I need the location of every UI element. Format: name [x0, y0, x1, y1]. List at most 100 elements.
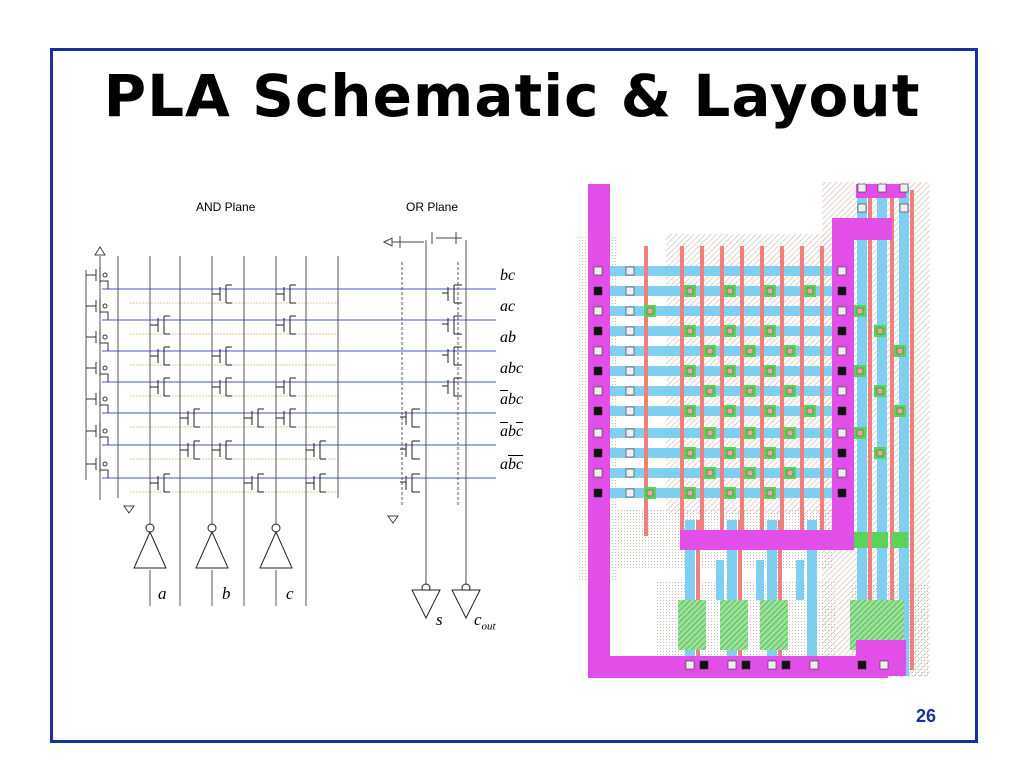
- poly-contact: [686, 287, 694, 295]
- contact: [593, 266, 603, 276]
- contact-bottom: [741, 660, 751, 670]
- or-transistor: [400, 440, 420, 460]
- contact-bottom: [781, 660, 791, 670]
- contact: [837, 366, 847, 376]
- poly-contact: [726, 327, 734, 335]
- or-transistor: [400, 408, 420, 428]
- poly-contact: [786, 347, 794, 355]
- contact: [625, 406, 635, 416]
- or-transistor: [400, 473, 420, 493]
- pullup-gate: [102, 396, 108, 402]
- metal2-top-strap: [832, 218, 892, 240]
- metal1-bottom-column: [727, 520, 737, 670]
- contact: [837, 428, 847, 438]
- metal1-bottom-column: [685, 520, 695, 670]
- input-inverter: [133, 530, 167, 569]
- poly-column: [760, 246, 764, 536]
- poly-contact: [746, 469, 754, 477]
- input-label: b: [222, 584, 231, 603]
- contact: [625, 386, 635, 396]
- poly-column: [800, 246, 804, 536]
- metal2-bottom-right: [856, 640, 906, 676]
- poly-column-bottom: [696, 520, 700, 670]
- term-label: abc: [500, 456, 523, 474]
- poly-contact: [766, 287, 774, 295]
- contact-bottom: [879, 660, 889, 670]
- and-transistor: [276, 315, 296, 335]
- and-transistor: [150, 377, 170, 397]
- poly-contact: [766, 367, 774, 375]
- contact: [593, 448, 603, 458]
- poly-contact: [856, 367, 864, 375]
- contact-bottom: [857, 660, 867, 670]
- and-transistor: [276, 408, 296, 428]
- contact: [837, 306, 847, 316]
- or-transistor: [442, 346, 462, 366]
- pullup-gate: [102, 365, 108, 371]
- output-label: s: [436, 610, 443, 630]
- poly-contact: [876, 387, 884, 395]
- contact: [625, 428, 635, 438]
- term-label: abc: [500, 391, 523, 409]
- input-label: a: [158, 584, 167, 603]
- poly-contact: [856, 307, 864, 315]
- poly-contact: [746, 387, 754, 395]
- contact-top: [899, 203, 909, 213]
- contact: [837, 346, 847, 356]
- contact: [837, 266, 847, 276]
- output-subscript: out: [481, 620, 496, 633]
- pullup-transistor: [86, 391, 109, 413]
- literal: ac: [500, 298, 516, 315]
- contact: [837, 386, 847, 396]
- slide-frame: [50, 48, 978, 743]
- and-transistor: [306, 440, 326, 460]
- metal2-gnd-rail: [832, 218, 854, 548]
- pullup-transistor: [86, 360, 109, 382]
- and-transistor: [244, 408, 264, 428]
- poly-contact: [806, 287, 814, 295]
- contact: [837, 448, 847, 458]
- pullup-transistor: [86, 423, 109, 445]
- poly-contact: [726, 449, 734, 457]
- bottom-transistor: [678, 600, 706, 650]
- contact: [837, 286, 847, 296]
- metal1-bottom-column: [807, 520, 817, 670]
- schematic-transistors: [86, 267, 462, 493]
- and-transistor: [180, 440, 200, 460]
- contact-top: [899, 183, 909, 193]
- contact: [625, 286, 635, 296]
- metal1-column: [877, 186, 887, 676]
- poly-contact: [746, 429, 754, 437]
- and-transistor: [212, 440, 232, 460]
- and-transistor: [244, 473, 264, 493]
- poly-contact: [766, 489, 774, 497]
- metal1-slant: [756, 560, 764, 600]
- pullup-gate: [102, 428, 108, 434]
- contact: [625, 266, 635, 276]
- poly-contact: [646, 307, 654, 315]
- layout-poly-layer: [644, 190, 914, 670]
- poly-contact: [876, 327, 884, 335]
- poly-column: [720, 246, 724, 536]
- complement-literal: a: [500, 423, 508, 440]
- contact-top: [877, 183, 887, 193]
- contact: [593, 326, 603, 336]
- contact: [837, 326, 847, 336]
- contact: [625, 448, 635, 458]
- term-label: bc: [500, 267, 515, 285]
- contact: [593, 428, 603, 438]
- gnd-symbol: [123, 505, 135, 514]
- poly-column: [700, 246, 704, 536]
- bottom-transistor: [760, 600, 788, 650]
- metal1-slant: [796, 560, 804, 600]
- pullup-transistor: [86, 298, 109, 320]
- poly-column: [644, 246, 648, 536]
- contact: [837, 406, 847, 416]
- poly-contact: [806, 407, 814, 415]
- poly-contact: [766, 449, 774, 457]
- poly-column: [780, 246, 784, 536]
- or-gnd: [387, 515, 399, 524]
- contact: [593, 306, 603, 316]
- poly-contact: [766, 327, 774, 335]
